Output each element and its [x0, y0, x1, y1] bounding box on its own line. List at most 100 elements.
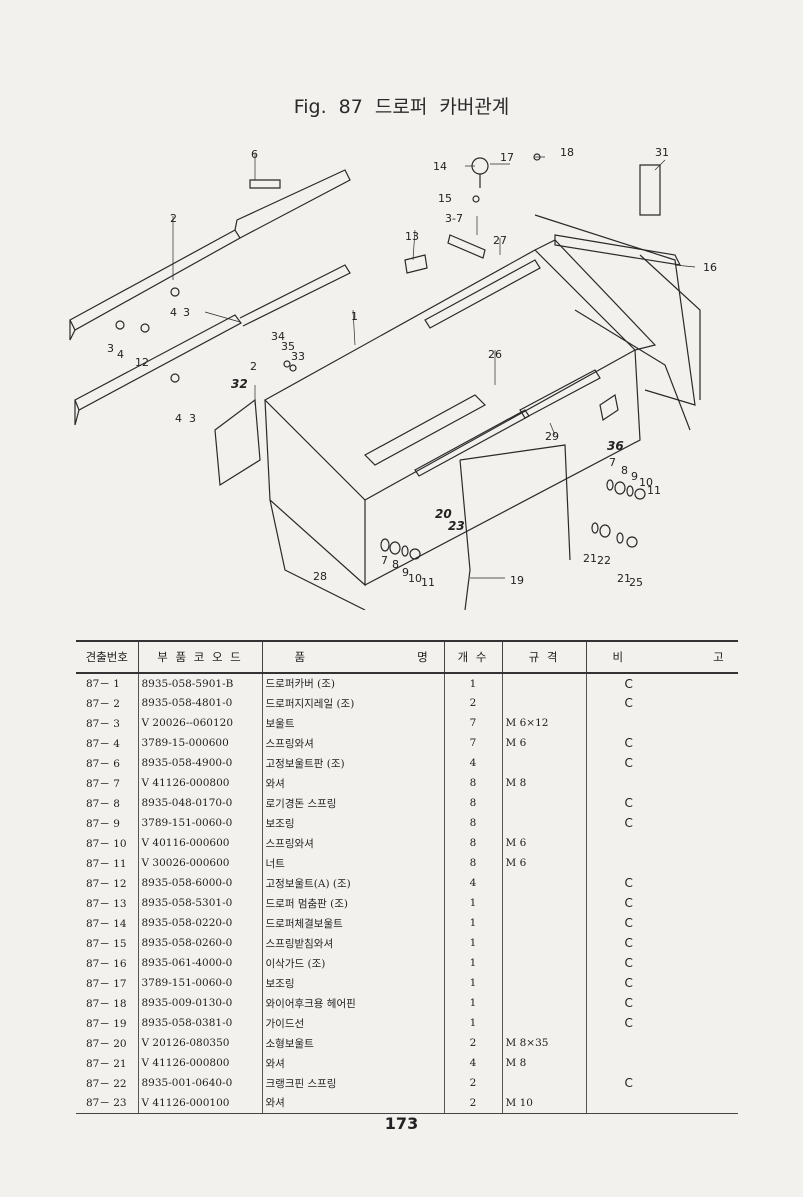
cell-quantity: 4 [443, 1053, 502, 1073]
cell-quantity: 7 [443, 733, 502, 753]
callout: 25 [629, 576, 643, 589]
cell-part-code: 8935-058-0220-0 [137, 913, 262, 933]
cell-remarks: C [585, 913, 738, 933]
cell-item-number: 87－ 3 [86, 717, 120, 730]
header-part-code: 부 품 코 오 드 [137, 640, 262, 674]
cell-quantity: 2 [443, 693, 502, 713]
cell-item-number: 87－ 22 [86, 1077, 127, 1090]
cell-item-number: 87－ 2 [86, 697, 120, 710]
cell-quantity: 1 [443, 933, 502, 953]
cell-spec [501, 813, 586, 833]
callout: 4 [175, 412, 182, 425]
callout: 9 [402, 566, 409, 579]
cell-spec [501, 873, 586, 893]
spring-set-lower [591, 522, 638, 548]
cell-part-code: 8935-001-0640-0 [137, 1073, 262, 1093]
cell-remarks [585, 713, 738, 733]
cell-item-number: 87－ 9 [86, 817, 120, 830]
header-spec: 규 격 [501, 640, 586, 674]
plate-3-7 [447, 234, 486, 259]
callout: 16 [703, 261, 717, 274]
cell-part-name: 이삭가드 (조) [261, 953, 444, 973]
cell-part-name: 와셔 [261, 773, 444, 793]
callout: 10 [408, 572, 422, 585]
plate-36 [599, 394, 619, 421]
callout: 1 [351, 310, 358, 323]
page-number: 173 [384, 1114, 419, 1133]
cell-spec [501, 993, 586, 1013]
cell-spec: M 6 [501, 853, 586, 873]
callout: 12 [135, 356, 149, 369]
cell-remarks: C [585, 693, 738, 713]
callout: 2 [250, 360, 257, 373]
cell-part-code: 8935-048-0170-0 [137, 793, 262, 813]
cell-remarks: C [585, 893, 738, 913]
figure-title: Fig. 87 드로퍼 카버관계 [293, 96, 510, 118]
cell-item-number: 87－ 13 [86, 897, 127, 910]
cell-item-number: 87－ 4 [86, 737, 120, 750]
cell-spec: M 6×12 [501, 713, 586, 733]
support-rail-lower [74, 314, 242, 411]
callout: 3-7 [445, 212, 463, 225]
callout: 32 [231, 377, 248, 391]
callout: 21 [617, 572, 631, 585]
cell-item-number: 87－ 20 [86, 1037, 127, 1050]
cell-item-number: 87－ 21 [86, 1057, 127, 1070]
side-panel-32 [214, 398, 261, 487]
cell-remarks: C [585, 793, 738, 813]
cell-part-name: 드로퍼지지레일 (조) [261, 693, 444, 713]
cell-quantity: 7 [443, 713, 502, 733]
spring-set-right [606, 479, 646, 500]
cell-part-name: 스프링와셔 [261, 833, 444, 853]
guide-wire-19 [459, 444, 571, 610]
cell-quantity: 8 [443, 793, 502, 813]
cell-part-name: 너트 [261, 853, 444, 873]
cell-part-code: 8935-009-0130-0 [137, 993, 262, 1013]
cell-part-name: 고정보울트판 (조) [261, 753, 444, 773]
cell-spec: M 8 [501, 1053, 586, 1073]
cell-part-code: V 40116-000600 [137, 833, 262, 853]
rear-guard-plate [534, 214, 696, 406]
cell-part-name: 스프링와셔 [261, 733, 444, 753]
plate-13 [404, 254, 428, 274]
callout: 7 [381, 554, 388, 567]
cell-part-name: 와이어후크용 헤어핀 [261, 993, 444, 1013]
header-item-number: 견출번호 [76, 640, 138, 674]
cell-item-number: 87－ 18 [86, 997, 127, 1010]
cell-part-name: 보조링 [261, 813, 444, 833]
cell-part-code: V 20026--060120 [137, 713, 262, 733]
plate-6 [249, 179, 281, 189]
cell-quantity: 1 [443, 953, 502, 973]
cell-item-number: 87－ 1 [86, 678, 120, 690]
cell-remarks: C [585, 733, 738, 753]
cell-part-name: 드로퍼카버 (조) [261, 673, 444, 693]
cell-part-code: 8935-058-4801-0 [137, 693, 262, 713]
callout: 4 [170, 306, 177, 319]
callout: 20 [435, 507, 452, 521]
cell-spec [501, 693, 586, 713]
callout: 10 [639, 476, 653, 489]
cell-spec [501, 1073, 586, 1093]
cell-part-name: 스프링받침와셔 [261, 933, 444, 953]
spring-set-left [380, 538, 421, 560]
cell-item-number: 87－ 8 [86, 797, 120, 810]
cell-spec: M 8×35 [501, 1033, 586, 1053]
cell-quantity: 2 [443, 1033, 502, 1053]
callout: 26 [488, 348, 502, 361]
cell-quantity: 4 [443, 873, 502, 893]
cell-remarks: C [585, 953, 738, 973]
cell-quantity: 1 [443, 993, 502, 1013]
cell-part-code: V 20126-080350 [137, 1033, 262, 1053]
cell-part-name: 고정보울트(A) (조) [261, 873, 444, 893]
